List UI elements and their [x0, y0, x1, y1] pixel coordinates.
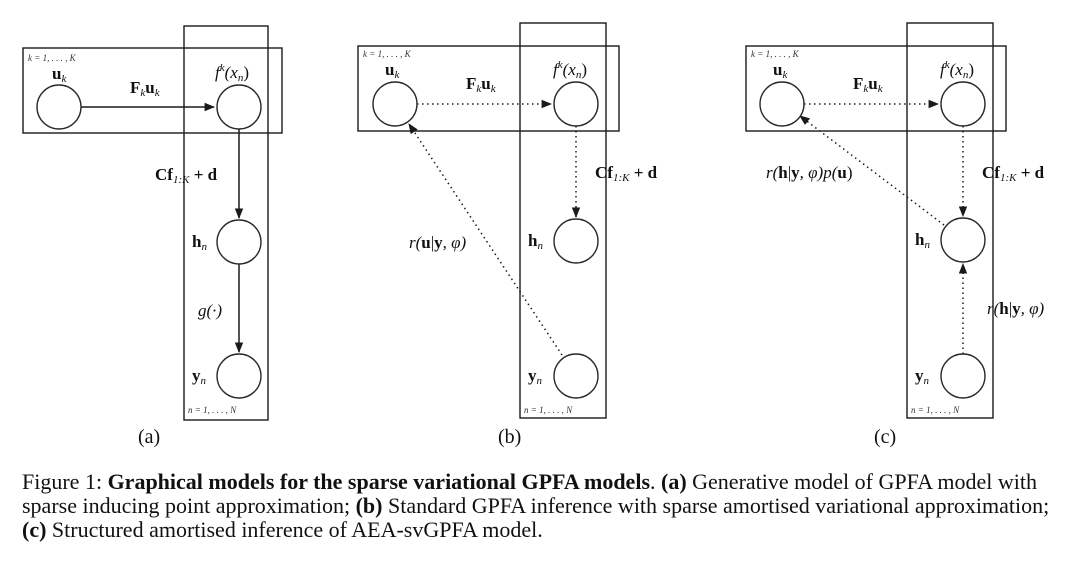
node-u	[372, 81, 418, 127]
caption-tag-b: (b)	[355, 493, 383, 518]
plate-k-label: k = 1, . . . , K	[363, 49, 412, 59]
node-u	[759, 81, 805, 127]
node-u	[36, 84, 82, 130]
edge-label-h-to-y: g(·)	[198, 301, 222, 320]
label-f: fk(xn)	[553, 59, 587, 81]
caption-text-c: Structured amortised inference of AEA-sv…	[46, 517, 543, 542]
node-y	[940, 353, 986, 399]
edge-label-y-to-u: r(u|y, φ)	[409, 233, 467, 252]
node-h	[940, 217, 986, 263]
edge-label-y-to-h: r(h|y, φ)	[987, 299, 1045, 318]
edge-label-f-to-h: Cf1:K + d	[982, 163, 1045, 184]
plate-k-label: k = 1, . . . , K	[28, 53, 77, 63]
plate-n-label: n = 1, . . . , N	[188, 405, 237, 415]
plate-n-label: n = 1, . . . , N	[524, 405, 573, 415]
label-y: yn	[915, 366, 930, 387]
caption-punct: .	[650, 469, 661, 494]
label-f: fk(xn)	[940, 59, 974, 81]
edge-label-f-to-h: Cf1:K + d	[595, 163, 658, 184]
label-u: uk	[385, 60, 400, 81]
panel-a-sublabel: (a)	[138, 426, 161, 448]
label-u: uk	[773, 60, 788, 81]
figure-graphical-models: k = 1, . . . , K n = 1, . . . , N uk fk(…	[22, 22, 1045, 421]
plate-k	[357, 45, 620, 132]
caption-title: Graphical models for the sparse variatio…	[107, 469, 650, 494]
label-f: fk(xn)	[215, 62, 249, 84]
node-y	[216, 353, 262, 399]
panel-c-sublabel: (c)	[874, 426, 897, 448]
node-f	[216, 84, 262, 130]
edge-label-u-to-f: Fkuk	[466, 74, 497, 95]
caption-text-a: Generative model of GPFA model with spar…	[22, 469, 1037, 518]
edge-label-h-to-u: r(h|y, φ)p(u)	[766, 163, 853, 182]
caption-prefix: Figure 1:	[22, 469, 108, 494]
label-u: uk	[52, 64, 67, 85]
panel-c: k = 1, . . . , K n = 1, . . . , N uk fk(…	[745, 22, 1045, 419]
node-h	[216, 219, 262, 265]
plate-n	[519, 22, 607, 419]
caption-text-b: Standard GPFA inference with sparse amor…	[382, 493, 1050, 518]
edge-label-u-to-f: Fkuk	[853, 74, 884, 95]
plate-k-label: k = 1, . . . , K	[751, 49, 800, 59]
panel-b-sublabel: (b)	[498, 426, 522, 448]
edge-y-to-u	[408, 123, 563, 356]
node-f	[940, 81, 986, 127]
panel-b: k = 1, . . . , K n = 1, . . . , N uk fk(…	[357, 22, 658, 419]
caption-tag-a: (a)	[661, 469, 687, 494]
caption-tag-c: (c)	[22, 517, 47, 542]
edge-h-to-u	[799, 115, 945, 226]
plate-n	[183, 25, 269, 421]
plate-n	[906, 22, 994, 419]
plate-n-label: n = 1, . . . , N	[911, 405, 960, 415]
edge-label-f-to-h: Cf1:K + d	[155, 165, 218, 186]
label-h: hn	[528, 231, 543, 252]
label-h: hn	[915, 230, 930, 251]
label-y: yn	[528, 366, 543, 387]
node-f	[553, 81, 599, 127]
edge-label-u-to-f: Fkuk	[130, 78, 161, 99]
plate-k	[745, 45, 1007, 132]
label-y: yn	[192, 366, 207, 387]
panel-a: k = 1, . . . , K n = 1, . . . , N uk fk(…	[22, 25, 283, 421]
figure-caption: Figure 1: Graphical models for the spars…	[22, 470, 1072, 542]
plate-k	[22, 47, 283, 134]
label-h: hn	[192, 232, 207, 253]
node-h	[553, 218, 599, 264]
node-y	[553, 353, 599, 399]
